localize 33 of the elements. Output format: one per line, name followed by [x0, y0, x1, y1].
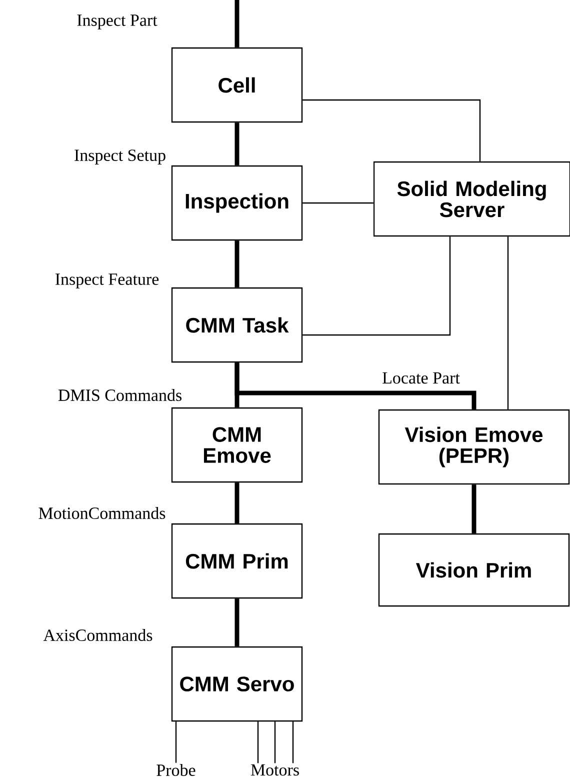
connector	[274, 722, 276, 764]
process-box: Inspection	[171, 165, 303, 241]
connector	[257, 722, 259, 764]
process-box: CMM Prim	[171, 523, 303, 599]
connector	[302, 236, 451, 336]
process-box: Cell	[171, 47, 303, 123]
process-box: CMM Emove	[171, 407, 303, 483]
edge-label: Locate Part	[382, 372, 460, 384]
process-box: CMM Task	[171, 287, 303, 363]
process-box: Vision Emove (PEPR)	[378, 409, 570, 485]
command-line	[234, 482, 240, 524]
command-line	[234, 240, 240, 288]
connector	[175, 722, 177, 763]
edge-label: Inspect Feature	[55, 274, 159, 288]
command-line	[472, 484, 476, 534]
process-box: Vision Prim	[378, 533, 570, 607]
command-line	[234, 362, 476, 410]
output-label: Probe	[156, 764, 196, 776]
process-box: Solid Modeling Server	[373, 161, 570, 237]
connector	[507, 236, 509, 410]
connector	[302, 99, 481, 162]
connector	[292, 722, 294, 764]
command-line	[234, 598, 240, 646]
command-line	[234, 0, 240, 48]
output-label: Motors	[250, 764, 299, 776]
edge-label: Inspect Setup	[74, 150, 166, 164]
connector	[302, 202, 374, 204]
edge-label: DMIS Commands	[58, 389, 182, 401]
edge-label: MotionCommands	[38, 507, 166, 519]
process-box: CMM Servo	[171, 646, 303, 722]
command-line	[234, 122, 240, 166]
edge-label: Inspect Part	[77, 14, 158, 30]
edge-label: AxisCommands	[43, 629, 152, 641]
